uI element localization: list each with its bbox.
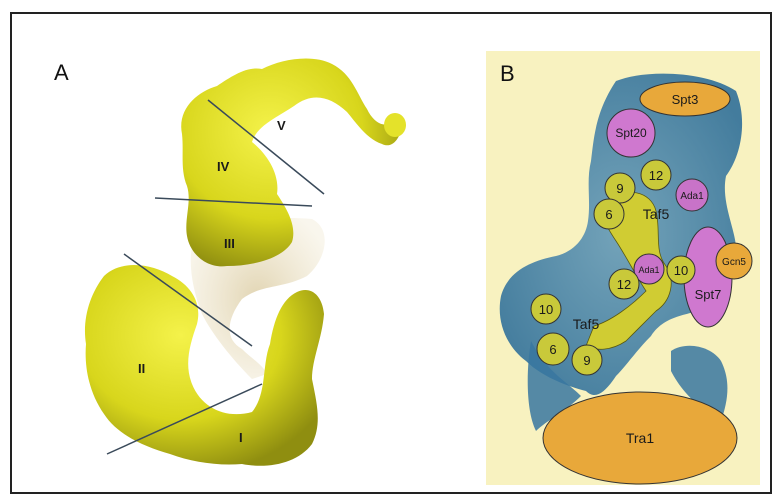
region-label-iv: IV <box>217 159 230 174</box>
region-label-iii: III <box>224 236 235 251</box>
subunit-12-top-label: 12 <box>649 168 663 183</box>
figure-frame: A <box>10 12 772 494</box>
taf5-low-label: Taf5 <box>573 316 600 332</box>
subunit-10-mid-label: 10 <box>674 263 688 278</box>
panel-a-density-map: V IV III II I <box>12 14 442 492</box>
panel-b-subunit-model: Spt3 Spt20 12 9 Ada1 6 Taf5 Spt7 Gcn5 Ad… <box>486 51 760 485</box>
upper-lobe-density <box>181 59 402 267</box>
subunit-9-low-label: 9 <box>583 353 590 368</box>
spt3-label: Spt3 <box>672 92 699 107</box>
ada1-mid-label: Ada1 <box>638 265 659 275</box>
subunit-6-top-label: 6 <box>605 207 612 222</box>
panel-a: A <box>12 14 442 492</box>
subunit-12-low-label: 12 <box>617 277 631 292</box>
region-label-i: I <box>239 430 243 445</box>
spt20-label: Spt20 <box>615 126 647 140</box>
subunit-10-low-label: 10 <box>539 302 553 317</box>
panel-b: Spt3 Spt20 12 9 Ada1 6 Taf5 Spt7 Gcn5 Ad… <box>486 51 760 485</box>
region-label-ii: II <box>138 361 145 376</box>
panel-b-label: B <box>500 61 515 87</box>
subunit-9-top-label: 9 <box>616 181 623 196</box>
tra1-label: Tra1 <box>626 430 654 446</box>
region-label-v: V <box>277 118 286 133</box>
gcn5-label: Gcn5 <box>722 257 746 268</box>
panel-a-label: A <box>54 60 69 86</box>
taf5-top-label: Taf5 <box>643 206 670 222</box>
ada1-top-label: Ada1 <box>680 191 704 202</box>
spt7-label: Spt7 <box>695 287 722 302</box>
subunit-6-low-label: 6 <box>549 342 556 357</box>
